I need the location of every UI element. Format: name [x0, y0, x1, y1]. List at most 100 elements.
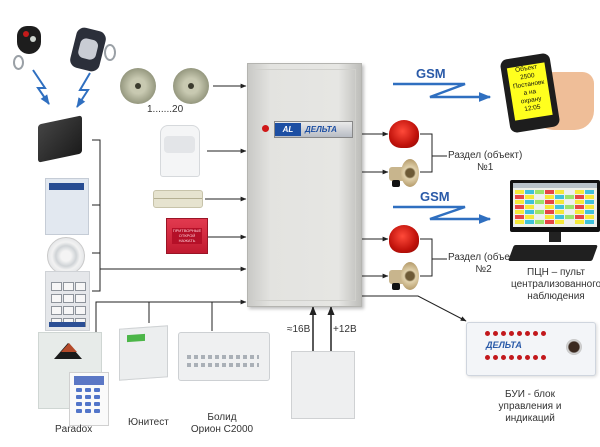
status-cell: [525, 200, 534, 204]
status-cell: [575, 220, 584, 224]
status-cell: [535, 190, 544, 194]
zone-leds-bottom: [485, 355, 546, 360]
sms-notification: Объект 2500 Постановк а на охрану 12:05: [506, 62, 553, 121]
status-cell: [565, 190, 574, 194]
status-cell: [585, 205, 594, 209]
wire-thirdparty-bus: [95, 299, 247, 332]
status-cell: [585, 220, 594, 224]
status-cell: [565, 205, 574, 209]
status-cell: [525, 215, 534, 219]
keyfob-button-icon: [23, 31, 29, 37]
status-cell: [565, 220, 574, 224]
siren-horn-1: [389, 159, 421, 187]
partition-2-label: Раздел (объект №2: [448, 252, 519, 275]
status-cell: [585, 200, 594, 204]
status-cell: [515, 200, 524, 204]
status-cell: [555, 190, 564, 194]
status-cell: [565, 210, 574, 214]
status-cell: [555, 200, 564, 204]
bolid-orion-panel: [178, 332, 270, 381]
wireless-sensor-20: [173, 68, 209, 104]
touch-memory-key-icon: [566, 339, 582, 355]
bui-label: БУИ - блок управления и индикаций: [498, 389, 562, 424]
status-cell: [515, 195, 524, 199]
status-cell: [585, 210, 594, 214]
zone-leds-top: [485, 331, 546, 336]
status-cell: [545, 205, 554, 209]
keyfob-buttons-icon: [76, 37, 100, 61]
monitor-status-grid: [515, 190, 594, 224]
status-cell: [515, 210, 524, 214]
status-cell: [565, 200, 574, 204]
brand-plate: AL ДЕЛЬТА: [274, 121, 353, 138]
status-cell: [515, 205, 524, 209]
monitoring-station-monitor: [510, 180, 600, 232]
status-cell: [555, 220, 564, 224]
gsm-label-top: GSM: [416, 66, 446, 81]
status-cell: [555, 195, 564, 199]
status-cell: [535, 215, 544, 219]
keyfob-button-icon: [30, 36, 36, 42]
status-cell: [535, 220, 544, 224]
status-cell: [585, 215, 594, 219]
status-cell: [535, 200, 544, 204]
status-cell: [545, 215, 554, 219]
door-contact-sensor: [153, 190, 203, 208]
status-cell: [555, 215, 564, 219]
status-cell: [525, 195, 534, 199]
status-cell: [525, 205, 534, 209]
radio-link-1: [32, 69, 50, 105]
bui-brand-label: ДЕЛЬТА: [486, 340, 522, 350]
status-cell: [555, 205, 564, 209]
monitoring-station-label: ПЦН – пульт централизованного наблюдения: [511, 267, 600, 302]
motion-detector: [160, 125, 200, 177]
psu-dc-label: +12В: [333, 324, 357, 335]
status-cell: [545, 200, 554, 204]
keyring-icon: [104, 44, 116, 61]
control-indication-unit: ДЕЛЬТА: [466, 322, 596, 376]
status-cell: [565, 195, 574, 199]
status-cell: [515, 190, 524, 194]
wire-left-bus: [92, 139, 101, 292]
expansion-module: [45, 178, 89, 235]
keyring-icon: [13, 55, 24, 70]
strobe-light-1: [389, 120, 419, 148]
power-supply-unit: [291, 351, 355, 419]
wire-bui: [361, 295, 467, 322]
radio-link-2: [76, 72, 91, 108]
gsm-label-bottom: GSM: [420, 189, 450, 204]
keyfob-1: [17, 26, 41, 54]
monitor-stand: [549, 232, 561, 242]
unitest-panel: [119, 325, 168, 381]
keypad: [45, 271, 90, 331]
manual-call-point: ПРИТВОРНЫЕ ОТКРОЙ НАЖАТЬ: [166, 218, 208, 254]
status-cell: [545, 195, 554, 199]
gsm-link-phone: [393, 82, 492, 102]
status-cell: [525, 220, 534, 224]
status-cell: [535, 205, 544, 209]
unitest-label: Юнитест: [128, 417, 169, 428]
smoke-detector: [47, 237, 85, 275]
status-cell: [535, 195, 544, 199]
psu-ac-label: ≈16В: [287, 324, 311, 335]
status-cell: [585, 195, 594, 199]
status-cell: [565, 215, 574, 219]
central-control-unit: AL ДЕЛЬТА: [247, 63, 362, 307]
paradox-keypad: [69, 372, 109, 426]
status-cell: [545, 190, 554, 194]
status-cell: [545, 220, 554, 224]
keyboard-icon: [508, 245, 598, 261]
status-cell: [575, 210, 584, 214]
status-led-icon: [262, 125, 269, 132]
status-cell: [525, 210, 534, 214]
status-cell: [575, 190, 584, 194]
status-cell: [555, 210, 564, 214]
brand-logo-icon: AL: [275, 123, 301, 136]
wireless-sensor-1: [120, 68, 156, 104]
status-cell: [545, 210, 554, 214]
partition-1-label: Раздел (объект) №1: [448, 150, 523, 173]
status-cell: [575, 200, 584, 204]
brand-label: ДЕЛЬТА: [305, 125, 337, 134]
paradox-label: Paradox: [55, 424, 93, 435]
